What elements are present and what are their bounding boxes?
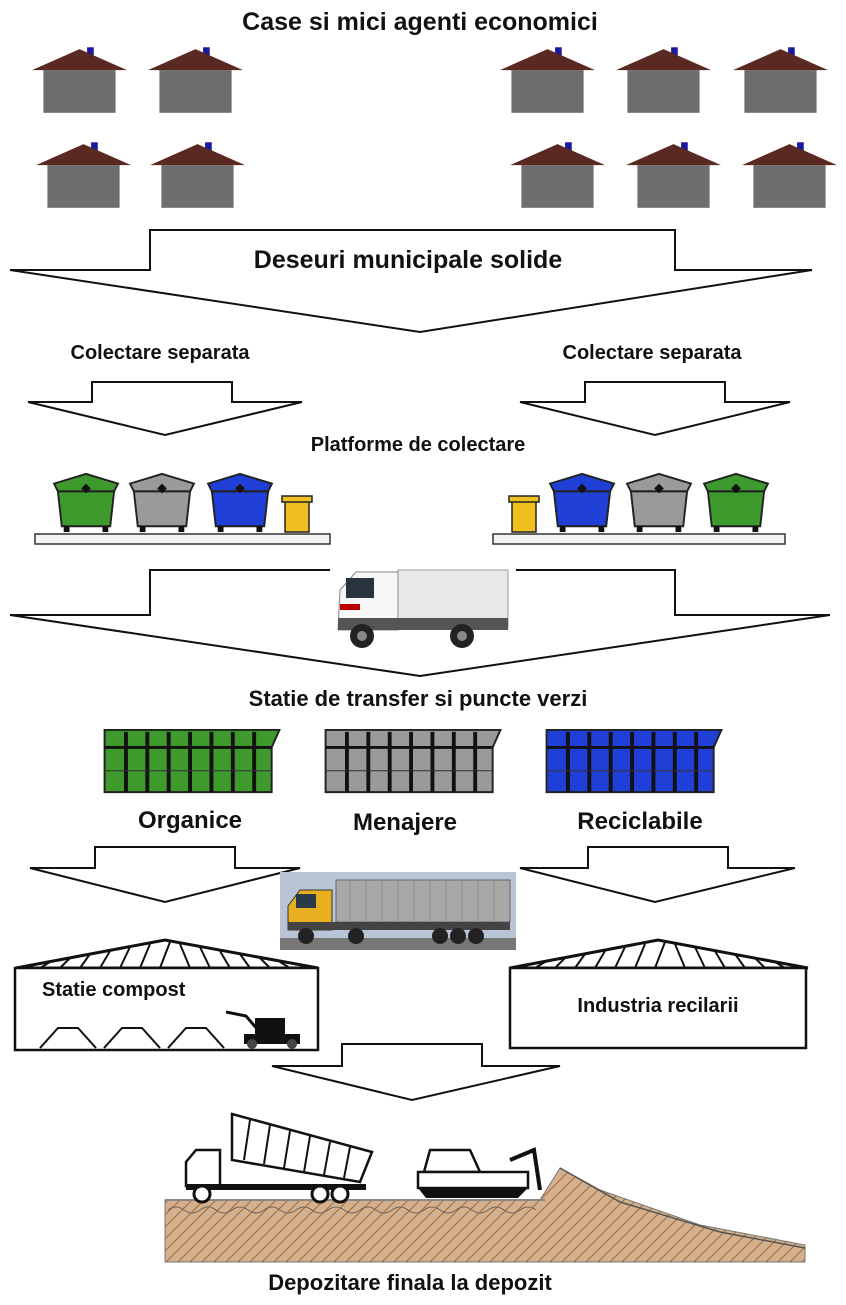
bin-icon	[284, 499, 310, 533]
bin-icon	[549, 472, 615, 534]
garbage-truck-icon	[330, 562, 516, 656]
arrow-icon	[9, 229, 813, 334]
houses-group	[32, 47, 837, 208]
bin-icon	[511, 499, 537, 533]
bin-icon	[703, 472, 769, 534]
arrow-icon	[271, 1043, 561, 1102]
recycling-industry-label: Industria recilarii	[577, 995, 738, 1017]
landfill-icon	[164, 1167, 806, 1263]
container-household-label: Menajere	[353, 809, 457, 836]
container-icon	[326, 730, 501, 792]
waste-label: Deseuri municipale solide	[254, 246, 563, 274]
separate-collection-left: Colectare separata	[71, 342, 251, 364]
bin-icon	[53, 472, 119, 534]
dump-truck-icon	[184, 1112, 374, 1204]
transfer-station-label: Statie de transfer si puncte verzi	[249, 686, 588, 711]
house-icon	[626, 142, 721, 208]
building-icon	[508, 938, 809, 1050]
house-icon	[150, 142, 245, 208]
house-icon	[616, 47, 711, 113]
container-organic-label: Organice	[138, 807, 242, 834]
bin-icon	[626, 472, 692, 534]
container-icon	[102, 728, 282, 795]
house-icon	[36, 142, 131, 208]
separate-collection-right: Colectare separata	[563, 342, 743, 364]
platform-right	[492, 472, 786, 545]
trailer-truck-icon	[280, 872, 516, 950]
house-icon	[32, 47, 127, 113]
arrow-icon	[519, 381, 791, 437]
house-icon	[148, 47, 243, 113]
container-recyclable-label: Reciclabile	[577, 808, 702, 835]
arrow-icon	[519, 846, 796, 904]
bulldozer-icon	[225, 1010, 300, 1049]
container-icon	[544, 728, 724, 795]
house-icon	[500, 47, 595, 113]
platform-left	[34, 472, 331, 545]
house-icon	[733, 47, 828, 113]
house-icon	[510, 142, 605, 208]
bulldozer-icon	[416, 1147, 542, 1198]
house-icon	[742, 142, 837, 208]
arrow-icon	[29, 846, 301, 904]
compost-station-label: Statie compost	[42, 979, 186, 1001]
title: Case si mici agenti economici	[242, 8, 598, 36]
final-disposal-label: Depozitare finala la depozit	[268, 1270, 552, 1295]
arrow-icon	[27, 381, 303, 437]
bin-icon	[129, 472, 195, 534]
collection-platforms-label: Platforme de colectare	[311, 434, 526, 456]
bin-icon	[207, 472, 273, 534]
